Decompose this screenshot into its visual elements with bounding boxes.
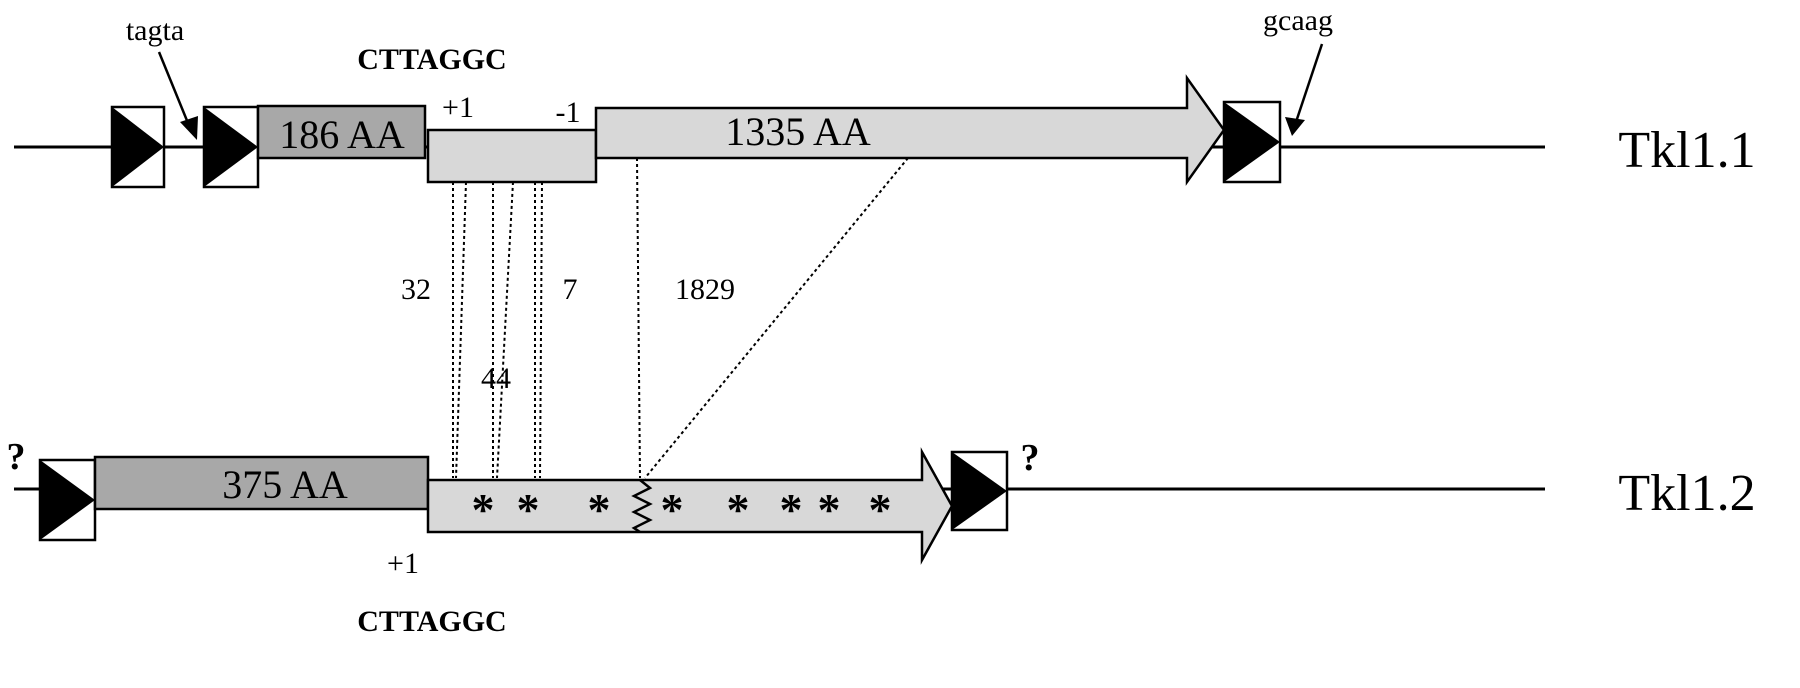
zigzag-break-icon — [631, 479, 653, 534]
seq-bottom-label: CTTAGGC — [357, 605, 506, 638]
stop-codon-star: * — [727, 484, 750, 535]
gcaag-pointer-line — [1294, 43, 1324, 123]
plus1-top-label: +1 — [442, 91, 474, 124]
homology-line — [636, 157, 641, 479]
stop-codon-star: * — [869, 484, 892, 535]
tkl12-orf2-arrow — [426, 447, 954, 565]
tkl12-orf1-box — [93, 455, 430, 511]
ltr-box-top-2 — [202, 105, 260, 189]
arrowhead-icon — [180, 116, 198, 140]
ltr-triangle-icon — [40, 460, 95, 540]
gcaag-label: gcaag — [1263, 4, 1333, 37]
stop-codon-star: * — [588, 484, 611, 535]
stop-codon-star: * — [780, 484, 803, 535]
stop-codon-star: * — [517, 484, 540, 535]
num-7-label: 7 — [563, 273, 578, 306]
num-1829-label: 1829 — [675, 273, 735, 306]
ltr-box-top-3 — [1222, 100, 1282, 184]
arrowhead-icon — [1285, 117, 1305, 136]
minus1-top-label: -1 — [556, 96, 581, 129]
stop-codon-star: * — [661, 484, 684, 535]
ltr-box-bottom-1 — [38, 458, 97, 542]
stop-codon-star: * — [472, 484, 495, 535]
ltr-triangle-icon — [1224, 102, 1280, 182]
question-left-label: ? — [7, 436, 26, 478]
homology-line — [496, 181, 514, 479]
ltr-box-top-1 — [110, 105, 166, 189]
question-right-label: ? — [1021, 437, 1040, 479]
stop-codons: * * * * * * * * — [472, 484, 892, 535]
homology-line — [539, 181, 543, 479]
tkl11-orf1-box — [256, 104, 427, 160]
tagta-pointer-line — [157, 51, 192, 129]
tkl11-name: Tkl1.1 — [1618, 122, 1755, 179]
tagta-label: tagta — [126, 14, 184, 47]
tkl12-track: ? 375 AA * * * * * * * * ? +1 — [7, 436, 1756, 638]
ltr-triangle-icon — [112, 107, 164, 187]
tkl11-frameshift-box — [426, 128, 598, 184]
tkl12-orf1-label: 375 AA — [222, 462, 348, 507]
tkl11-orf2-arrow — [594, 74, 1226, 186]
seq-top-label: CTTAGGC — [357, 43, 506, 76]
tkl11-orf1-label: 186 AA — [279, 112, 405, 157]
homology-line — [455, 181, 467, 479]
stop-codon-star: * — [818, 484, 841, 535]
tkl12-name: Tkl1.2 — [1618, 465, 1755, 522]
homology-line — [644, 157, 909, 479]
ltr-box-bottom-2 — [950, 450, 1009, 532]
ltr-triangle-icon — [204, 107, 258, 187]
num-32-label: 32 — [401, 273, 431, 306]
homology-lines — [452, 157, 909, 479]
tkl11-track: 186 AA 1335 AA tagta gcaag CTTAGGC +1 -1… — [14, 4, 1756, 189]
num-44-label: 44 — [481, 362, 511, 395]
ltr-triangle-icon — [952, 452, 1007, 530]
plus1-bottom-label: +1 — [387, 547, 419, 580]
tkl11-orf2-label: 1335 AA — [725, 109, 871, 154]
